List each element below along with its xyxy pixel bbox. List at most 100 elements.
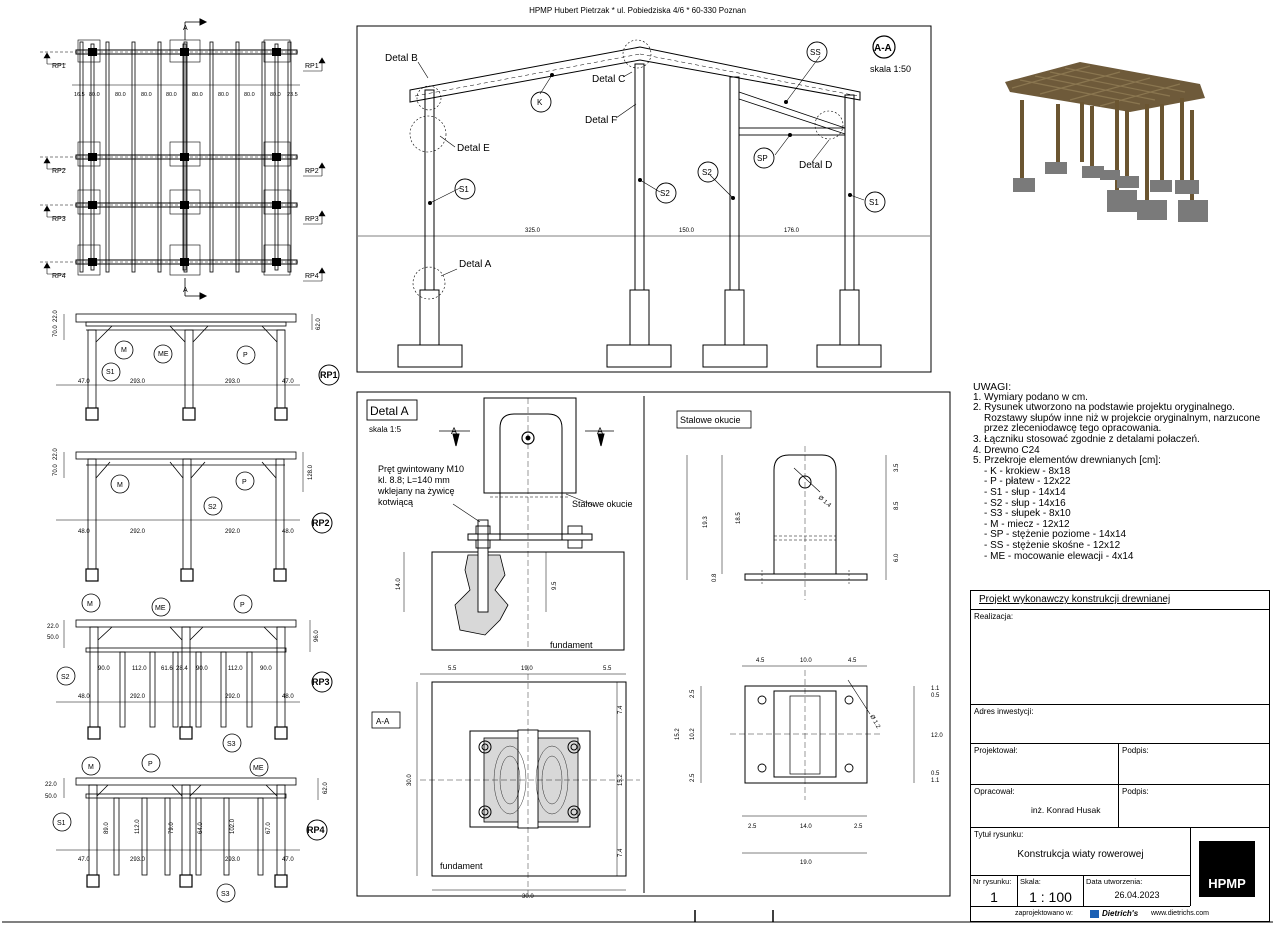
elevation-rp1 bbox=[56, 313, 340, 421]
tb-brand: Dietrich's bbox=[1102, 909, 1139, 918]
vdim: 67.0 bbox=[266, 822, 272, 834]
vdim: 22.0 bbox=[45, 782, 57, 788]
hpmp-logo: HPMP bbox=[1199, 841, 1255, 897]
fitting-label: Stalowe okucie bbox=[572, 499, 633, 509]
label-sp: SP bbox=[757, 154, 768, 163]
plan-dim: 80.0 bbox=[218, 92, 229, 98]
tb-adres: Adres inwestycji: bbox=[974, 707, 1034, 716]
tb-tytul-label: Tytuł rysunku: bbox=[974, 830, 1024, 839]
plan-labels: A A RP1 RP2 RP3 RP4 RP1 RP2 RP3 RP4 16.5… bbox=[52, 25, 319, 294]
title-block: Projekt wykonawczy konstrukcji drewniane… bbox=[970, 590, 1270, 922]
note-line: 3. Łączniku stosować zgodnie z detalami … bbox=[973, 433, 1200, 445]
elevation-rp1-labels: 47.0 293.0 293.0 47.0 70.0 22.0 62.0 M M… bbox=[53, 310, 338, 385]
tb-nr: 1 bbox=[990, 889, 998, 905]
label-s3: S3 bbox=[221, 891, 230, 898]
dim: 5.5 bbox=[603, 666, 612, 672]
dim: 2.5 bbox=[748, 824, 757, 830]
rod-note-4: kotwiącą bbox=[378, 497, 413, 507]
dim: 47.0 bbox=[282, 857, 294, 863]
dim: 30.0 bbox=[407, 774, 413, 786]
plan-dim: 80.0 bbox=[115, 92, 126, 98]
label-s1: S1 bbox=[459, 185, 469, 194]
dim: 292.0 bbox=[130, 694, 146, 700]
tb-footer-label: zaprojektowano w: bbox=[1015, 910, 1073, 917]
callout-detal-d: Detal D bbox=[799, 160, 832, 171]
steel-fitting bbox=[676, 410, 915, 854]
title-rp4: RP4 bbox=[307, 825, 325, 835]
dim: 293.0 bbox=[130, 857, 146, 863]
label-s1: S1 bbox=[106, 369, 115, 376]
label-p: P bbox=[148, 761, 153, 768]
dim: 3.5 bbox=[894, 463, 900, 472]
tb-realizacja-row: Realizacja: bbox=[971, 610, 1269, 705]
label-s1b: S1 bbox=[869, 198, 879, 207]
callout-detal-a: Detal A bbox=[459, 259, 492, 270]
detail-a-subtitle: A-A bbox=[376, 717, 390, 726]
dim: 8.5 bbox=[894, 501, 900, 510]
label-s3: S3 bbox=[227, 741, 236, 748]
dim: 48.0 bbox=[282, 529, 294, 535]
note-line: Rozstawy słupów inne niż w projekcie ory… bbox=[984, 412, 1261, 424]
dim: 48.0 bbox=[78, 529, 90, 535]
callout-detal-f: Detal F bbox=[585, 115, 617, 126]
vdim: 102.0 bbox=[230, 818, 236, 834]
label-m: M bbox=[121, 347, 127, 354]
label-me: ME bbox=[158, 351, 169, 358]
dim: 4.5 bbox=[756, 658, 765, 664]
tb-nr-cell: Nr rysunku: 1 bbox=[971, 876, 1018, 906]
detail-a-labels: Detal A skala 1:5 A A Pręt gwintowany M1… bbox=[369, 404, 633, 900]
dim: 293.0 bbox=[130, 379, 146, 385]
tb-podpis2: Podpis: bbox=[1122, 787, 1149, 796]
dim: 1.1 bbox=[931, 686, 940, 692]
elevation-rp4 bbox=[52, 753, 328, 903]
tb-meta-row: Nr rysunku: 1 Skala: 1 : 100 Data utworz… bbox=[971, 876, 1190, 907]
label-s2: S2 bbox=[61, 674, 70, 681]
vdim: 89.0 bbox=[104, 822, 110, 834]
section-line: - S1 - słup - 14x14 bbox=[984, 486, 1066, 498]
note-line: 2. Rysunek utworzono na podstawie projek… bbox=[973, 402, 1235, 414]
plan-dim: 23.5 bbox=[287, 92, 298, 98]
label-p: P bbox=[243, 352, 248, 359]
elevation-rp2-labels: 48.0 292.0 292.0 48.0 70.0 22.0 128.0 M … bbox=[53, 448, 330, 535]
tb-url: www.dietrichs.com bbox=[1151, 910, 1209, 917]
vdim: 79.0 bbox=[169, 822, 175, 834]
section-line: - S2 - słup - 14x16 bbox=[984, 497, 1066, 509]
label-s2: S2 bbox=[208, 504, 217, 511]
tb-data-label: Data utworzenia: bbox=[1086, 877, 1143, 886]
section-line: - SP - stężenie poziome - 14x14 bbox=[984, 529, 1127, 541]
tb-data-cell: Data utworzenia: 26.04.2023 bbox=[1084, 876, 1190, 906]
cut-mark-right: A bbox=[597, 426, 603, 436]
dim: 47.0 bbox=[78, 379, 90, 385]
elevation-rp3-labels: 90.0 112.0 61.6 28.4 90.0 112.0 90.0 48.… bbox=[47, 601, 330, 748]
marker-rp4-left: RP4 bbox=[52, 273, 66, 280]
dim: 19.0 bbox=[521, 666, 533, 672]
vdim: 22.0 bbox=[47, 624, 59, 630]
dim: 292.0 bbox=[225, 529, 241, 535]
sheet-header: HPMP Hubert Pietrzak * ul. Pobiedziska 4… bbox=[529, 6, 746, 15]
tb-project-row: Projekt wykonawczy konstrukcji drewniane… bbox=[971, 591, 1269, 610]
dim: 7.4 bbox=[618, 848, 624, 857]
dim: 0.8 bbox=[712, 573, 718, 582]
elevation-rp4-labels: 47.0 293.0 293.0 47.0 22.0 50.0 62.0 89.… bbox=[45, 761, 329, 898]
dim: 28.4 bbox=[176, 666, 188, 672]
plan-dim: 80.0 bbox=[166, 92, 177, 98]
dim: 7.4 bbox=[618, 705, 624, 714]
detail-a-title: Detal A bbox=[370, 404, 409, 418]
dim: 18.5 bbox=[736, 512, 742, 524]
vdim: 62.0 bbox=[316, 318, 322, 330]
logo-text: HPMP bbox=[1208, 876, 1246, 891]
plan-dim: 80.0 bbox=[141, 92, 152, 98]
label-m: M bbox=[88, 764, 94, 771]
callout-detal-b: Detal B bbox=[385, 53, 418, 64]
title-rp1: RP1 bbox=[320, 370, 338, 380]
label-s1: S1 bbox=[57, 820, 66, 827]
elevation-rp3 bbox=[56, 593, 333, 753]
steel-fitting-labels: Stalowe okucie 19.3 18.5 3.5 8.5 6.0 0.8… bbox=[675, 415, 943, 866]
plan-dim: 80.0 bbox=[89, 92, 100, 98]
label-p: P bbox=[240, 602, 245, 609]
label-ss: SS bbox=[810, 48, 821, 57]
label-m: M bbox=[117, 482, 123, 489]
dim: 90.0 bbox=[98, 666, 110, 672]
vdim: 70.0 bbox=[53, 325, 59, 337]
label-s2: S2 bbox=[660, 189, 670, 198]
